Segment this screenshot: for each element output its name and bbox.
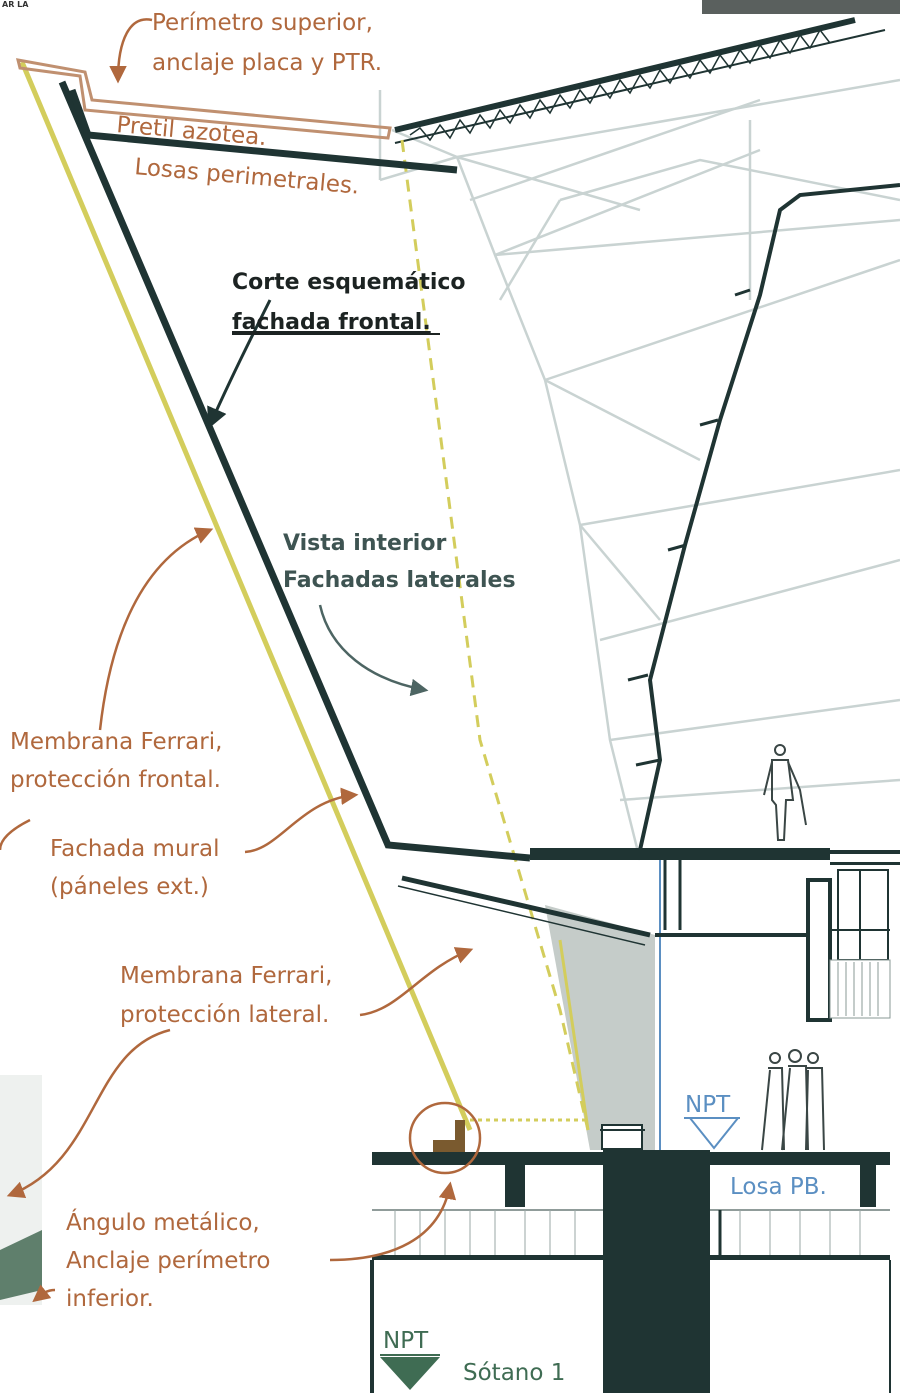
lower-cantilever-slab-thin — [397, 885, 646, 946]
person-figure-upper — [763, 744, 807, 841]
left-photo-detail — [0, 1230, 42, 1300]
lower-cantilever-slab — [401, 875, 651, 938]
frontal-facade — [58, 80, 531, 862]
frontal-membrane — [19, 61, 473, 1131]
annotation-leaders — [0, 18, 474, 1303]
label-perimetro-superior-2: anclaje placa y PTR. — [152, 50, 382, 76]
lateral-facade-shade — [545, 905, 655, 1150]
roof-truss — [394, 17, 886, 144]
label-fachadas-laterales: Fachadas laterales — [283, 568, 516, 593]
label-membrana-lateral-1: Membrana Ferrari, — [120, 963, 332, 989]
person-figures-group — [761, 1049, 825, 1151]
base-fixture — [601, 1124, 643, 1150]
npt-lower-marker: NPT — [380, 1328, 440, 1390]
label-inferior: inferior. — [66, 1286, 154, 1312]
label-losa-pb: Losa PB. — [730, 1174, 827, 1200]
ground-slab-ribs — [394, 1210, 861, 1255]
lateral-membrane — [558, 939, 590, 1131]
label-membrana-lateral-2: protección lateral. — [120, 1002, 329, 1028]
label-sotano-1: Sótano 1 — [463, 1360, 565, 1386]
npt-upper-label: NPT — [685, 1092, 731, 1118]
facade-clips — [627, 288, 751, 767]
interior-structure — [378, 78, 900, 861]
label-fachada-mural: Fachada mural — [50, 836, 219, 862]
steel-angle-anchor — [408, 1101, 482, 1175]
first-floor-slab — [530, 848, 900, 1150]
label-membrana-frontal-2: protección frontal. — [10, 767, 221, 793]
label-perimetro-superior-1: Perímetro superior, — [152, 10, 373, 36]
inner-lateral-facade — [638, 183, 900, 851]
label-anclaje-perimetro: Anclaje perímetro — [66, 1248, 270, 1274]
lateral-membrane-dashed — [400, 139, 590, 1131]
npt-lower-label: NPT — [383, 1328, 429, 1354]
label-fachada-frontal: fachada frontal. — [232, 310, 431, 335]
corner-photo-top-right — [702, 0, 900, 14]
corner-tag: AR LA — [2, 0, 29, 9]
label-vista-interior: Vista interior — [283, 531, 446, 556]
label-corte-esquematico: Corte esquemático — [232, 270, 466, 295]
ground-floor-slab — [370, 1150, 891, 1393]
top-perimeter-anchor — [15, 58, 392, 140]
anchor-callout-circle — [408, 1101, 482, 1175]
roof-parapet-slab — [68, 88, 458, 174]
label-angulo-metalico: Ángulo metálico, — [66, 1208, 260, 1236]
label-membrana-frontal-1: Membrana Ferrari, — [10, 729, 222, 755]
label-paneles-ext: (páneles ext.) — [50, 874, 209, 900]
npt-upper-marker: NPT — [684, 1092, 741, 1150]
